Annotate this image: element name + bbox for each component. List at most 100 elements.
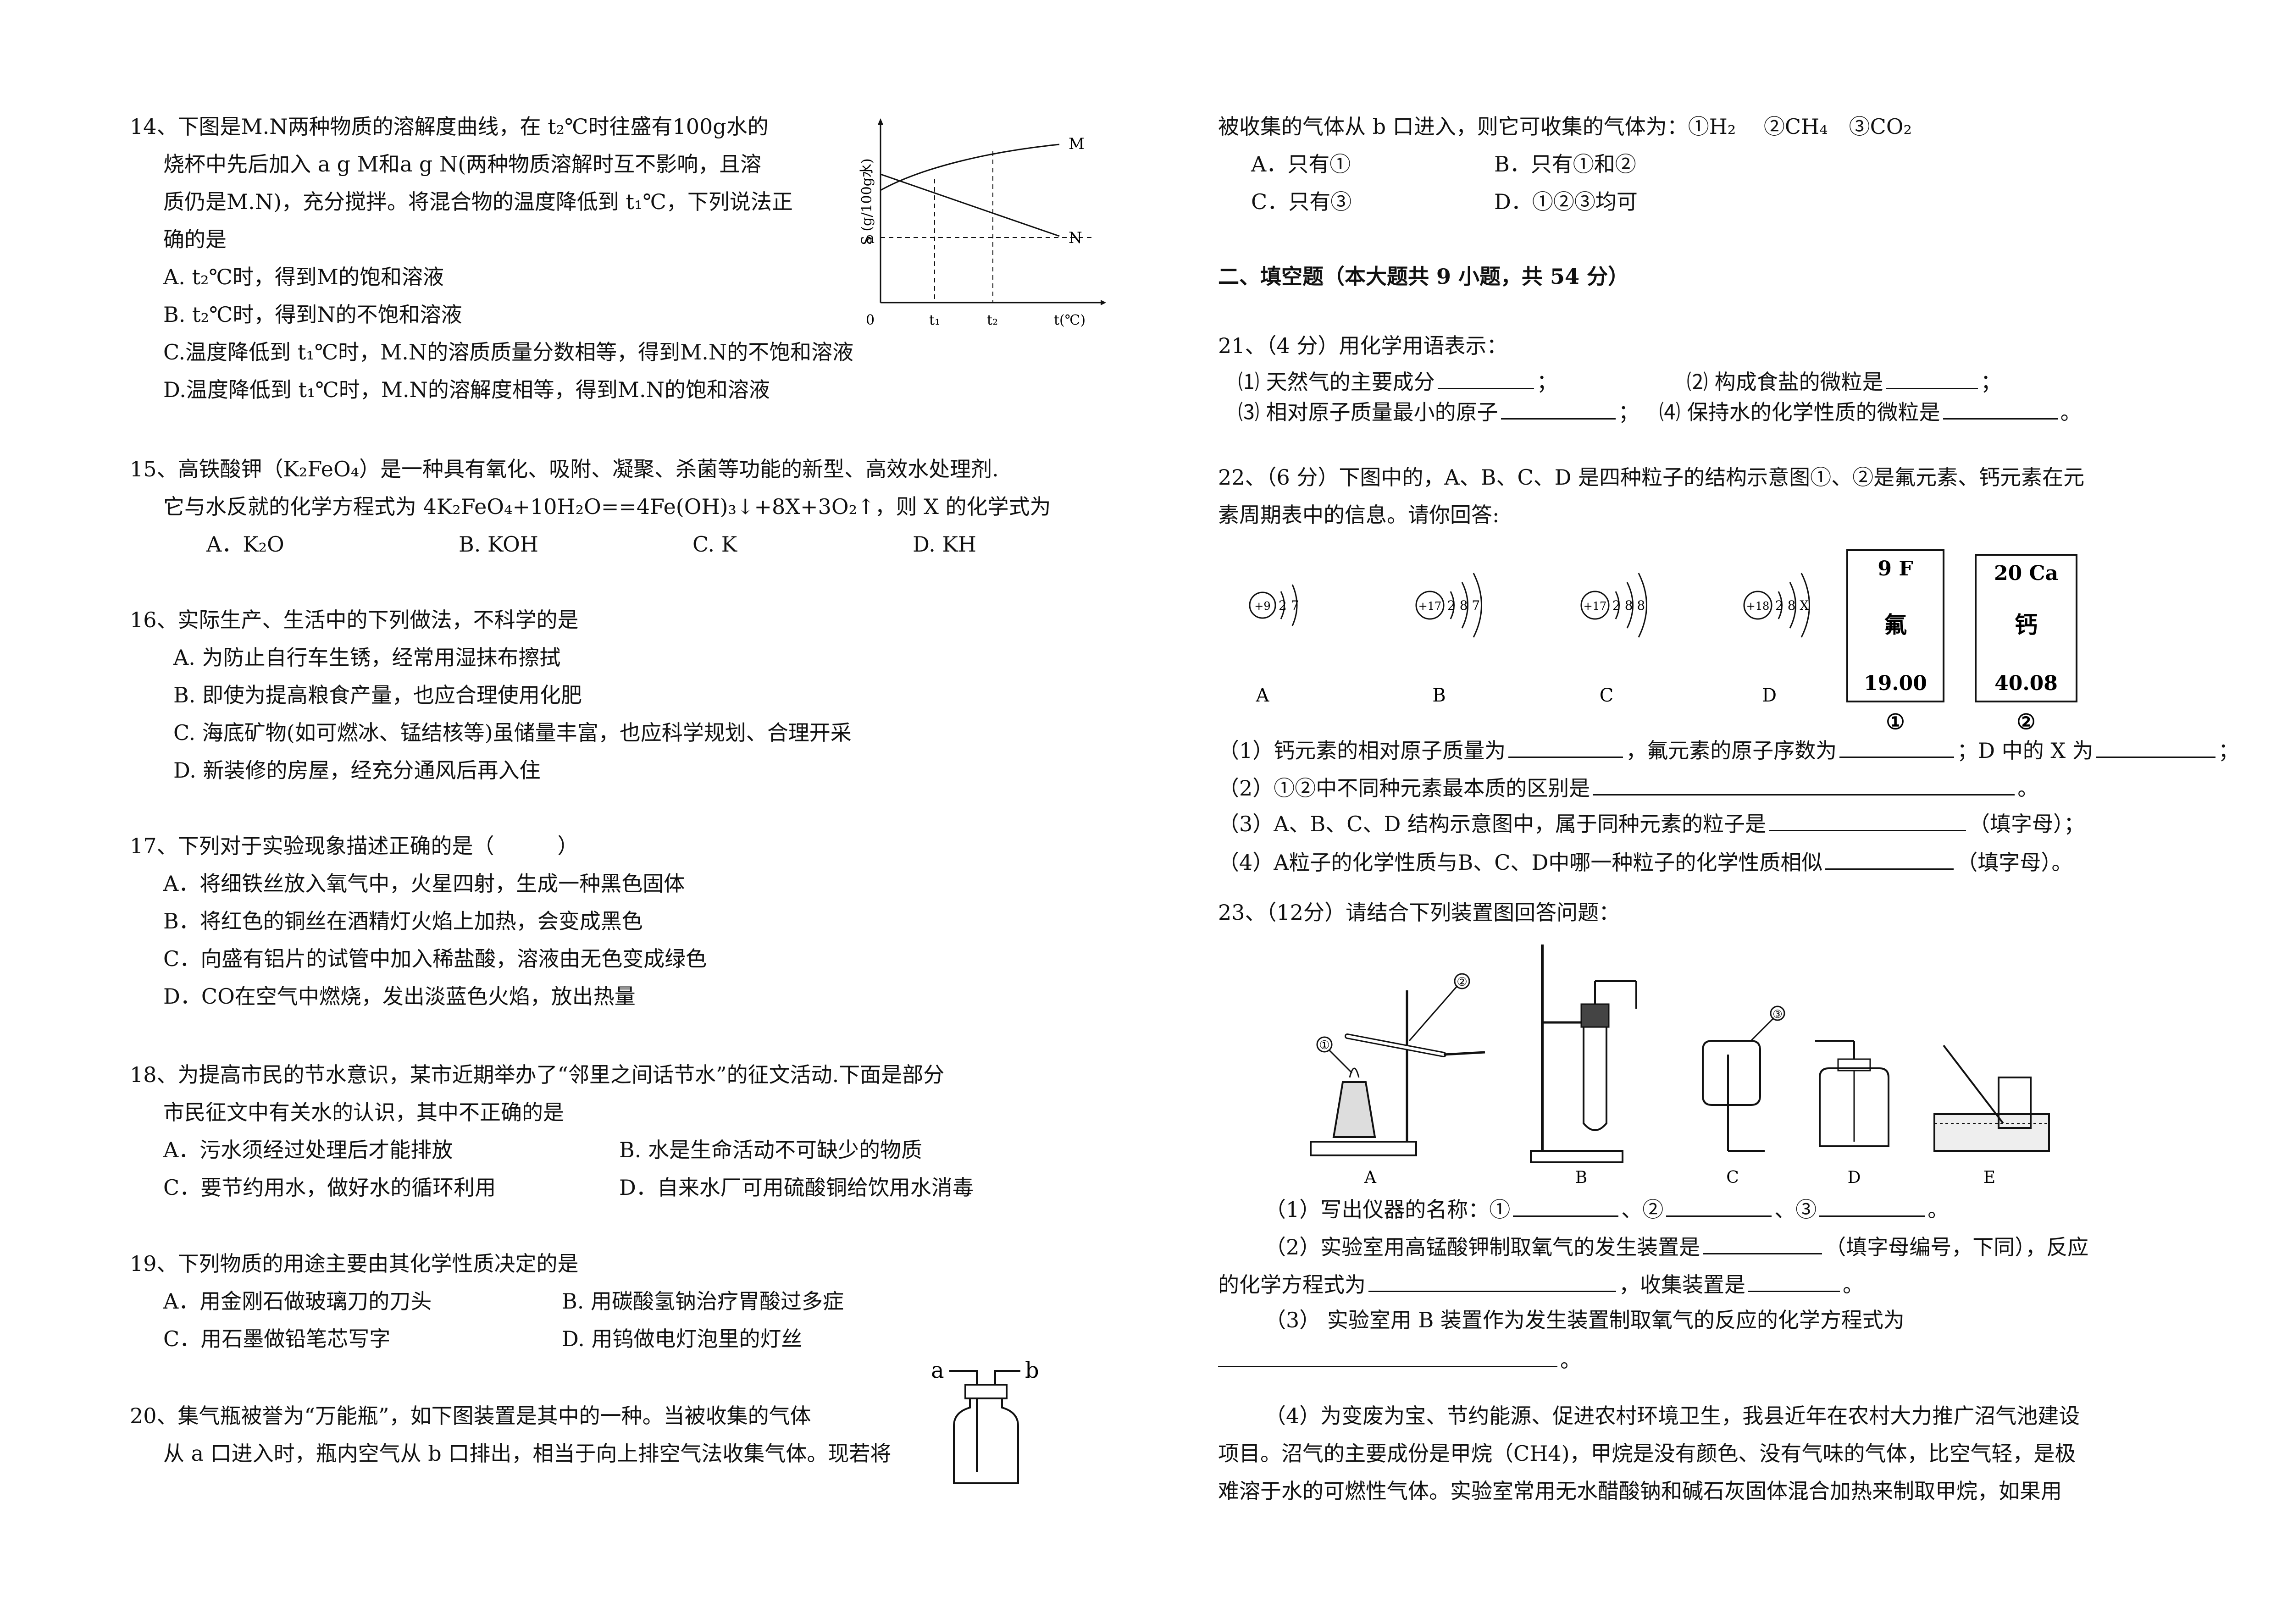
q23-blank-inst-2[interactable] [1666,1193,1772,1217]
q15-option-a: A．K₂O [206,532,284,557]
q23-sub2-end: 。 [1843,1272,1864,1297]
q23-sub2-text-a: （2）实验室用高锰酸钾制取氧气的发生装置是 [1265,1235,1700,1259]
bottle-port-b-label: b [1025,1358,1039,1383]
q21-blank-1[interactable] [1437,366,1534,389]
q21-semi-2: ； [1980,370,2002,394]
q23-sub4-line3: 难溶于水的可燃性气体。实验室常用无水醋酸钠和碱石灰固体混合加热来制取甲烷，如果用 [1218,1479,2062,1503]
q15-option-b: B. KOH [459,532,539,557]
q21-item1-text: ⑴ 天然气的主要成分 [1238,370,1435,394]
lab-apparatus-figure: ② ① A B ③ C [1310,945,2050,1187]
q21-line1: 21、（4 分）用化学用语表示： [1218,333,1508,358]
q15-line1: 15、高铁酸钾（K₂FeO₄）是一种具有氧化、吸附、凝聚、杀菌等功能的新型、高效… [130,457,999,481]
graph-t-label: t(℃) [1054,312,1086,328]
right-column: 被收集的气体从 b 口进入，则它可收集的气体为：①H₂ ②CH₄ ③CO₂ A．… [1150,0,2293,1624]
q22-sub1-text-a: （1）钙元素的相对原子质量为 [1218,738,1506,763]
q21-blank-2[interactable] [1886,366,1978,389]
q20-line2: 从 a 口进入时，瓶内空气从 b 口排出，相当于向上排空气法收集气体。现若将 [163,1441,892,1466]
fluorine-mass: 19.00 [1864,672,1927,695]
atom-b: +17 2 8 7 B [1415,573,1482,706]
q17-option-c: C．向盛有铝片的试管中加入稀盐酸，溶液由无色变成绿色 [163,946,707,971]
atom-b-label: B [1432,685,1446,706]
calcium-number-symbol: 20 Ca [1994,562,2058,585]
q22-blank-ca-mass[interactable] [1508,735,1623,758]
q22-sub2-end: 。 [2017,776,2039,801]
atom-c-shells: 2 8 8 [1612,598,1645,613]
q22-blank-similar[interactable] [1825,846,1954,870]
q22-blank-same-element[interactable] [1769,808,1966,831]
q23-sub2-text-c: 的化学方程式为 [1218,1272,1366,1297]
q22-blank-f-number[interactable] [1839,735,1955,758]
calcium-mark: ② [2016,709,2035,734]
apparatus-a: ② ① A [1310,973,1485,1187]
q23-sub4-line2: 项目。沼气的主要成份是甲烷（CH4)，甲烷是没有颜色、没有气味的气体，比空气轻，… [1218,1441,2076,1466]
q23-blank-inst-3[interactable] [1819,1193,1925,1217]
q22-sub1-semi: ； [2218,738,2239,763]
q23-blank-generator[interactable] [1703,1231,1822,1254]
q21-item4-text: ⑷ 保持水的化学性质的微粒是 [1659,400,1940,425]
q20-option-c: C．只有③ [1251,189,1352,214]
q21-item3: ⑶ 相对原子质量最小的原子； [1238,396,1639,426]
q23-blank-b-equation[interactable] [1218,1344,1557,1367]
q23-blank-collector[interactable] [1748,1269,1840,1292]
q22-blank-x[interactable] [2096,735,2215,758]
q16-option-c: C. 海底矿物(如可燃冰、锰结核等)虽储量丰富，也应科学规划、合理开采 [173,720,852,745]
q20-option-a: A．只有① [1251,152,1351,177]
bottle-port-a-label: a [931,1358,944,1383]
calcium-name: 钙 [2015,611,2038,638]
graph-ylabel: S (g/100g水) [859,158,875,245]
solubility-curve-graph: S (g/100g水) a M N 0 t₁ t₂ t(℃) [859,118,1106,328]
graph-a-label: a [866,229,875,247]
q23-sub2-line2: 的化学方程式为，收集装置是。 [1218,1269,1864,1298]
apparatus-c-label: C [1726,1168,1739,1187]
q21-item4: ⑷ 保持水的化学性质的微粒是。 [1659,396,2082,426]
q14-option-b: B. t₂℃时，得到N的不饱和溶液 [163,302,462,327]
apparatus-e: E [1933,1044,2050,1187]
q23-sub1: （1）写出仪器的名称：①、②、③。 [1265,1193,1949,1223]
q18-option-a: A．污水须经过处理后才能排放 [163,1138,453,1162]
atom-c-label: C [1600,685,1614,706]
fluorine-name: 氟 [1884,611,1907,638]
graph-t1-label: t₁ [929,312,940,328]
q19-option-b: B. 用碳酸氢钠治疗胃酸过多症 [562,1289,844,1314]
q14-option-c: C.温度降低到 t₁℃时，M.N的溶质质量分数相等，得到M.N的不饱和溶液 [163,340,854,365]
q22-line1: 22、（6 分）下图中的，A、B、C、D 是四种粒子的结构示意图①、②是氟元素、… [1218,465,2085,490]
q21-blank-3[interactable] [1501,396,1616,420]
q18-option-b: B. 水是生命活动不可缺少的物质 [619,1138,923,1162]
q19-line1: 19、下列物质的用途主要由其化学性质决定的是 [130,1251,579,1276]
atom-a-shells: 2 7 [1279,598,1299,613]
q23-blank-equation[interactable] [1368,1269,1616,1292]
q23-sub1-text-a: （1）写出仪器的名称：① [1265,1197,1511,1222]
q19-option-c: C．用石墨做铅笔芯写字 [163,1326,391,1351]
apparatus-b-label: B [1575,1168,1587,1187]
q17-option-d: D．CO在空气中燃烧，发出淡蓝色火焰，放出热量 [163,984,636,1009]
q14-line2: 烧杯中先后加入 a g M和a g N(两种物质溶解时互不影响，且溶 [163,152,762,177]
q22-sub4-text-b: （填字母）。 [1956,850,2073,875]
gas-bottle-figure: a b [931,1358,1039,1484]
apparatus-b: B [1530,945,1637,1187]
q14-line4: 确的是 [163,227,227,252]
q22-sub1-text-c: ；D 中的 X 为 [1957,738,2094,763]
q23-blank-inst-1[interactable] [1513,1193,1619,1217]
q23-sub1-text-b: 、② [1621,1197,1664,1222]
q23-line1: 23、（12分）请结合下列装置图回答问题： [1218,900,1620,925]
q21-item2: ⑵ 构成食盐的微粒是； [1687,366,2002,396]
q22-sub4: （4）A粒子的化学性质与B、C、D中哪一种粒子的化学性质相似 （填字母）。 [1218,846,2072,876]
label-n1: ① [1319,1038,1329,1052]
q20-option-d: D．①②③均可 [1494,189,1638,214]
q18-line1: 18、为提高市民的节水意识，某市近期举办了“邻里之间话节水”的征文活动.下面是部… [130,1062,945,1087]
apparatus-c: ③ C [1702,1005,1785,1187]
q19-option-a: A．用金刚石做玻璃刀的刀头 [163,1289,432,1314]
q19-option-d: D. 用钨做电灯泡里的灯丝 [562,1326,803,1351]
atom-c-nucleus: +17 [1584,600,1607,613]
atom-d: +18 2 8 X D [1743,573,1810,706]
q21-blank-4[interactable] [1943,396,2058,420]
graph-t2-label: t₂ [987,312,998,328]
q23-sub3: （3） 实验室用 B 装置作为发生装置制取氧气的反应的化学方程式为 [1265,1308,1905,1332]
q22-sub4-text-a: （4）A粒子的化学性质与B、C、D中哪一种粒子的化学性质相似 [1218,850,1823,875]
label-n3: ③ [1772,1008,1783,1021]
q22-blank-difference[interactable] [1593,772,2015,795]
atom-a-nucleus: +9 [1254,600,1270,613]
calcium-mass: 40.08 [1994,672,2058,695]
apparatus-e-label: E [1983,1168,1995,1187]
q15-option-d: D. KH [913,532,976,557]
